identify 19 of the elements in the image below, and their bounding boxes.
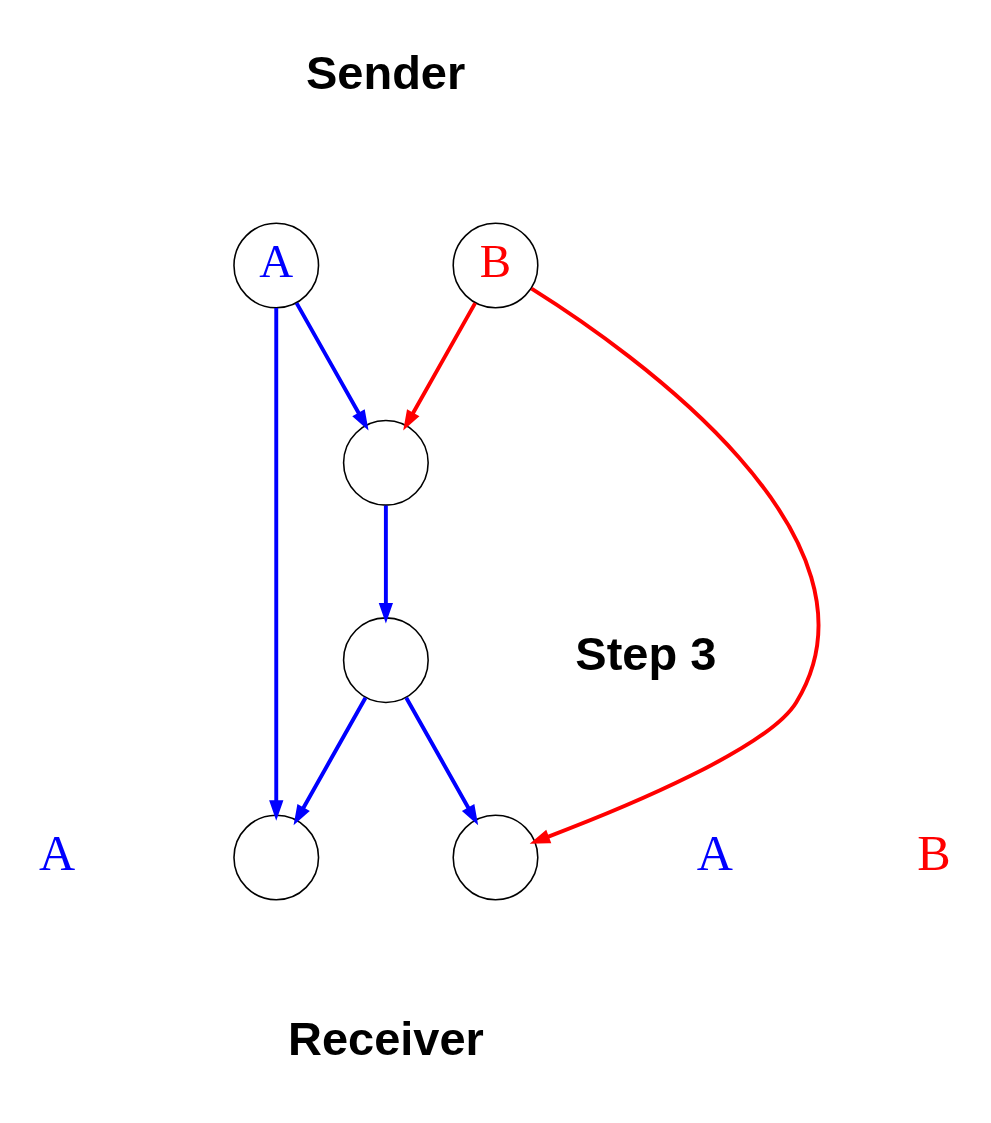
node-circle — [452, 814, 539, 901]
node-circle — [233, 814, 320, 901]
arrow — [403, 302, 477, 431]
node-circle — [342, 617, 429, 704]
arrow — [294, 302, 369, 431]
arrow — [293, 696, 368, 826]
node-label: B — [917, 825, 951, 882]
node-circle: A — [233, 222, 320, 309]
node-label: A — [38, 825, 76, 882]
node-label: A — [696, 825, 733, 882]
arrow — [378, 505, 394, 624]
arrow — [404, 696, 479, 826]
label: Receiver — [288, 1011, 484, 1065]
label: Sender — [306, 45, 466, 99]
arrow — [529, 287, 821, 844]
node-circle — [342, 419, 429, 506]
arrow — [269, 308, 284, 821]
label: Step 3 — [575, 627, 717, 681]
node-circle: B — [452, 222, 539, 309]
